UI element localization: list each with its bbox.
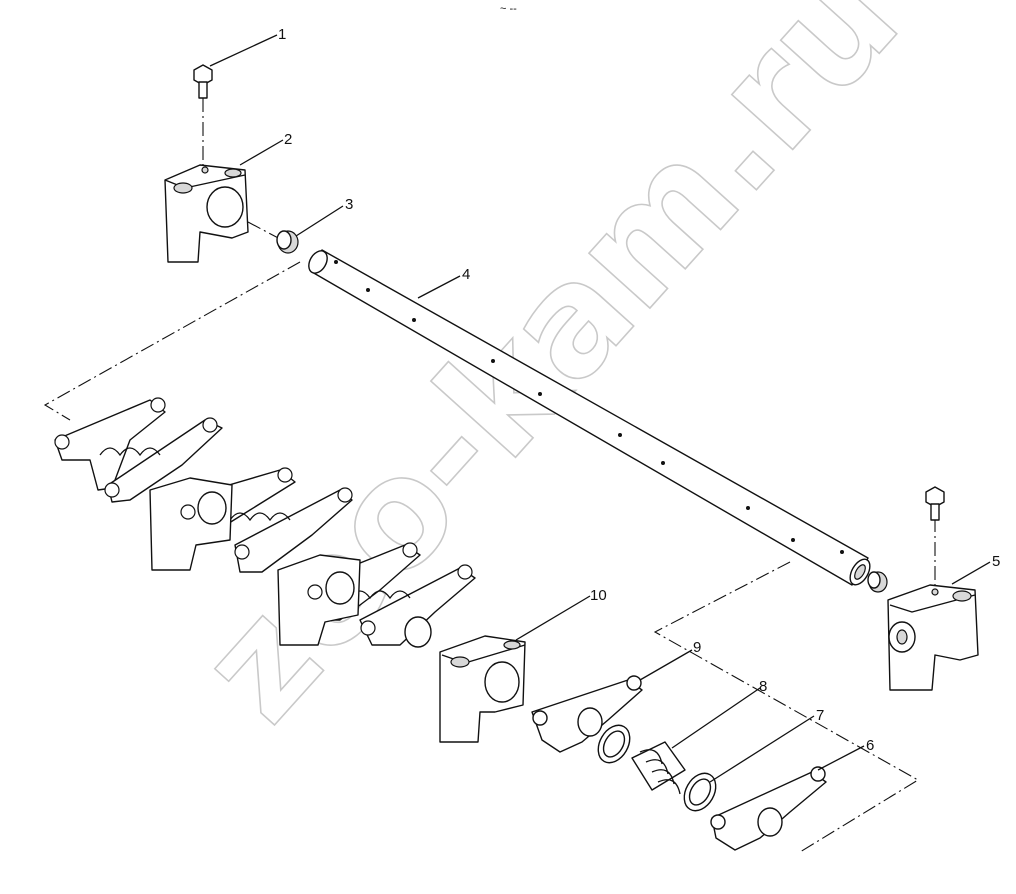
callout-7: 7 [816, 707, 824, 724]
assembly-lines [43, 98, 936, 853]
oil-holes [334, 260, 844, 554]
callout-5: 5 [992, 553, 1000, 570]
callout-2: 2 [284, 131, 292, 148]
rocker-shaft-icon [308, 249, 871, 586]
callout-3: 3 [345, 196, 353, 213]
rocker-arm-icon [531, 675, 643, 753]
callout-6: 6 [866, 737, 874, 754]
callout-9: 9 [693, 639, 701, 656]
rocker-shaft-bracket-icon [887, 584, 979, 691]
rocker-shaft-bracket-icon [439, 635, 526, 743]
spring-icon [99, 447, 411, 600]
callout-4: 4 [462, 266, 470, 283]
top-mark: ~ -- [500, 3, 517, 15]
callout-10: 10 [590, 587, 607, 604]
leader-lines [209, 34, 991, 783]
spring-icon [631, 741, 686, 795]
rocker-assembly [54, 397, 476, 648]
washer-icon [683, 772, 717, 812]
callout-8: 8 [759, 678, 767, 695]
shaft-plug-icon [276, 230, 299, 254]
rocker-arm-icon [710, 766, 827, 851]
bolt-icon [193, 64, 213, 99]
callouts: 1 2 3 4 5 6 7 8 9 10 [278, 26, 1000, 754]
rocker-shaft-bracket-icon [164, 164, 249, 263]
shaft-plug-icon [867, 571, 888, 593]
bolt-icon [925, 486, 945, 521]
washer-icon [597, 724, 631, 764]
callout-1: 1 [278, 26, 286, 43]
